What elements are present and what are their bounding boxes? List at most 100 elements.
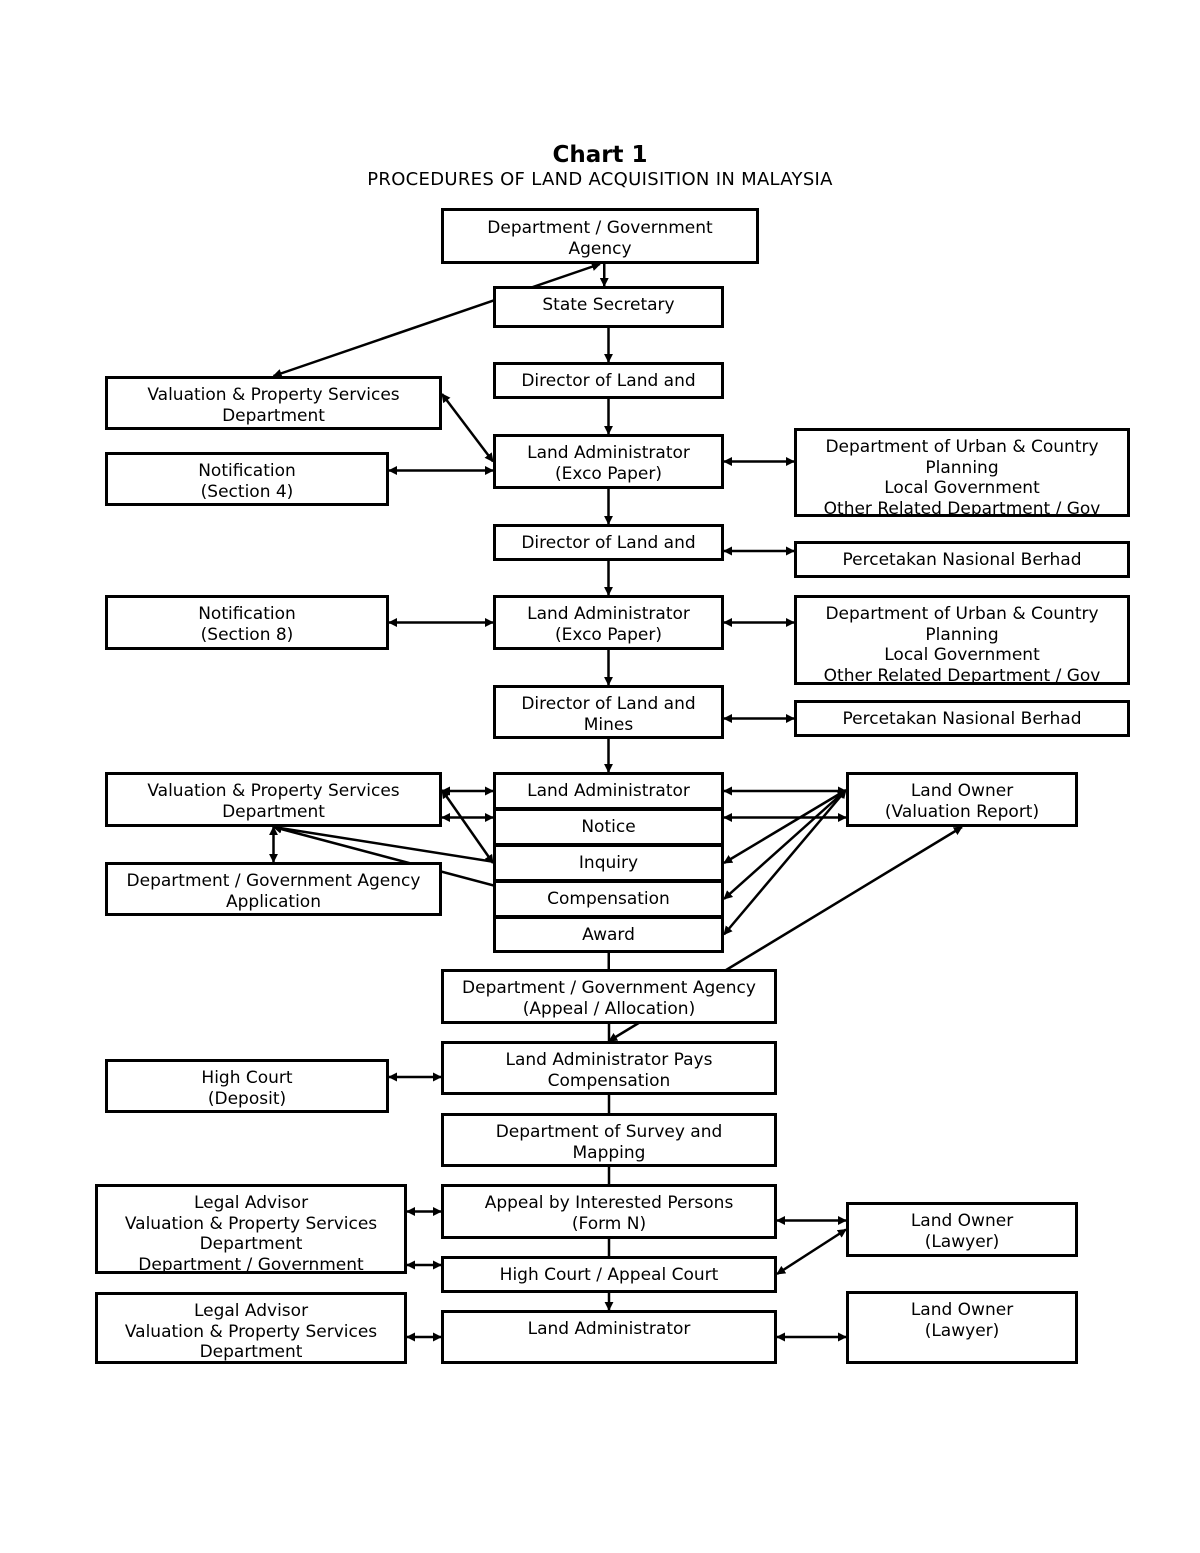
node-department-government-agency-application: Department / GovernmentAgency(Applicatio… [441, 208, 759, 264]
node-text-line: Land Owner [910, 1211, 1014, 1231]
connector-n_lo_val-n_comp [723, 789, 847, 900]
connector-n_vps1-n_la1 [441, 393, 494, 463]
connector-n_dept_app-n_vps1 [272, 262, 601, 378]
node-text-line: Department [199, 1234, 303, 1254]
node-land-administrator-3: Land Administrator [493, 772, 724, 810]
node-text-line: Notification [198, 604, 296, 624]
node-land-administrator-exco-paper-1: Land Administrator(Exco Paper) [493, 434, 724, 489]
node-text-line: (Section 4) [200, 481, 294, 502]
node-text-line: Department [222, 801, 325, 822]
node-text-line: Local Government [884, 645, 1040, 665]
connector-n_highcourt_appeal-n_lo_law1 [776, 1228, 847, 1276]
node-text-line: Department [222, 405, 325, 426]
node-text-line: High Court [201, 1068, 293, 1088]
node-text-line: (Appeal / Allocation) [522, 998, 696, 1019]
node-state-secretary: State Secretary [493, 286, 724, 328]
node-text-line: Planning [925, 624, 999, 645]
node-text-line: Land Administrator [527, 781, 690, 801]
node-text-line: (Exco Paper) [554, 624, 663, 645]
node-text-line: Department / Government Agency [126, 871, 421, 891]
node-notification-section-8: Notification(Section 8) [105, 595, 389, 650]
node-text-line: Land Administrator [527, 443, 690, 463]
node-text-line: Legal Advisor [193, 1193, 309, 1213]
node-text-line: Award [582, 925, 635, 945]
node-text-line: Compensation [547, 889, 670, 909]
node-director-of-land-and-mines-1: Director of Land and [493, 362, 724, 399]
node-text-line: Director of Land and [521, 371, 696, 391]
node-text-line: Application [226, 891, 321, 912]
node-land-administrator-final: Land Administrator [441, 1310, 777, 1364]
node-text-line: Department / Government [487, 218, 713, 238]
node-text-line: Land Owner [910, 1300, 1014, 1320]
node-notice: Notice [493, 808, 724, 846]
node-text-line: Percetakan Nasional Berhad [842, 550, 1082, 570]
node-text-line: (Valuation Report) [884, 801, 1040, 822]
node-department-government-agency-appeal-allocation: Department / Government Agency(Appeal / … [441, 969, 777, 1024]
node-land-owner-valuation-report: Land Owner(Valuation Report) [846, 772, 1078, 827]
node-text-line: Department of Urban & Country [825, 437, 1099, 457]
node-text-line: (Deposit) [207, 1088, 287, 1109]
node-text-line: Inquiry [578, 853, 639, 873]
node-text-line: Department [199, 1342, 303, 1362]
node-text-line: Land Administrator [527, 604, 690, 624]
node-text-line: (Section 8) [200, 624, 294, 645]
node-text-line: Valuation & Property Services [147, 781, 400, 801]
node-text-line: Department / Government Agency [462, 978, 756, 998]
node-text-line: (Lawyer) [924, 1320, 1000, 1341]
node-text-line: (Lawyer) [924, 1231, 1000, 1252]
node-text-line: Department of Urban & Country [825, 604, 1099, 624]
node-text-line: (Application) [546, 259, 654, 261]
node-percetakan-nasional-berhad-2: Percetakan Nasional Berhad [794, 700, 1130, 737]
node-text-line: Notification [198, 461, 296, 481]
chart-title: Chart 1 [552, 142, 648, 168]
node-text-line: Valuation & Property Services [147, 385, 400, 405]
node-text-line: Valuation & Property Services [124, 1321, 378, 1342]
chart-subtitle: PROCEDURES OF LAND ACQUISITION IN MALAYS… [367, 169, 833, 190]
node-land-owner-lawyer-1: Land Owner(Lawyer) [846, 1202, 1078, 1257]
node-text-line: Local Government [884, 478, 1040, 498]
node-text-line: Planning [925, 457, 999, 478]
connector-n_lo_val-n_inquiry [723, 788, 847, 865]
node-text-line: State Secretary [542, 295, 675, 315]
node-text-line: Land Administrator [527, 1319, 691, 1339]
node-text-line: Land Administrator Pays [505, 1050, 713, 1070]
node-text-line: Other Related Department / Gov [823, 665, 1101, 685]
node-compensation: Compensation [493, 880, 724, 918]
node-text-line: Land Owner [910, 781, 1014, 801]
node-text-line: Department / Government [138, 1254, 364, 1274]
node-land-administrator-exco-paper-2: Land Administrator(Exco Paper) [493, 595, 724, 650]
node-text-line: Agency [568, 238, 632, 259]
node-text-line: Notice [581, 817, 636, 837]
node-appeal-by-interested-persons: Appeal by Interested Persons(Form N) [441, 1184, 777, 1239]
node-director-of-land-and-mines-2: Director of Land and [493, 524, 724, 561]
node-text-line: Department of Survey and [495, 1122, 723, 1142]
node-text-line: (Exco Paper) [554, 463, 663, 484]
node-text-line: Director of Land and [521, 694, 696, 714]
node-text-line: Percetakan Nasional Berhad [842, 709, 1082, 729]
connector-n_lo_val-n_award [723, 789, 847, 936]
node-inquiry: Inquiry [493, 844, 724, 882]
node-text-line: Other Related Department / Gov [823, 498, 1101, 517]
node-text-line: Legal Advisor [193, 1301, 309, 1321]
node-text-line: Mines [583, 714, 634, 735]
node-high-court-deposit: High Court(Deposit) [105, 1059, 389, 1113]
connector-n_vps2-n_inquiry [440, 789, 495, 864]
node-text-line: Compensation [547, 1070, 671, 1091]
node-text-line: Mapping [572, 1142, 646, 1163]
node-text-line: Appeal by Interested Persons [484, 1193, 734, 1213]
node-high-court-appeal-court: High Court / Appeal Court [441, 1256, 777, 1293]
node-text-line: Valuation & Property Services [124, 1213, 378, 1234]
node-award: Award [493, 916, 724, 953]
node-text-line: (Form N) [571, 1213, 647, 1234]
node-percetakan-nasional-berhad-1: Percetakan Nasional Berhad [794, 541, 1130, 578]
